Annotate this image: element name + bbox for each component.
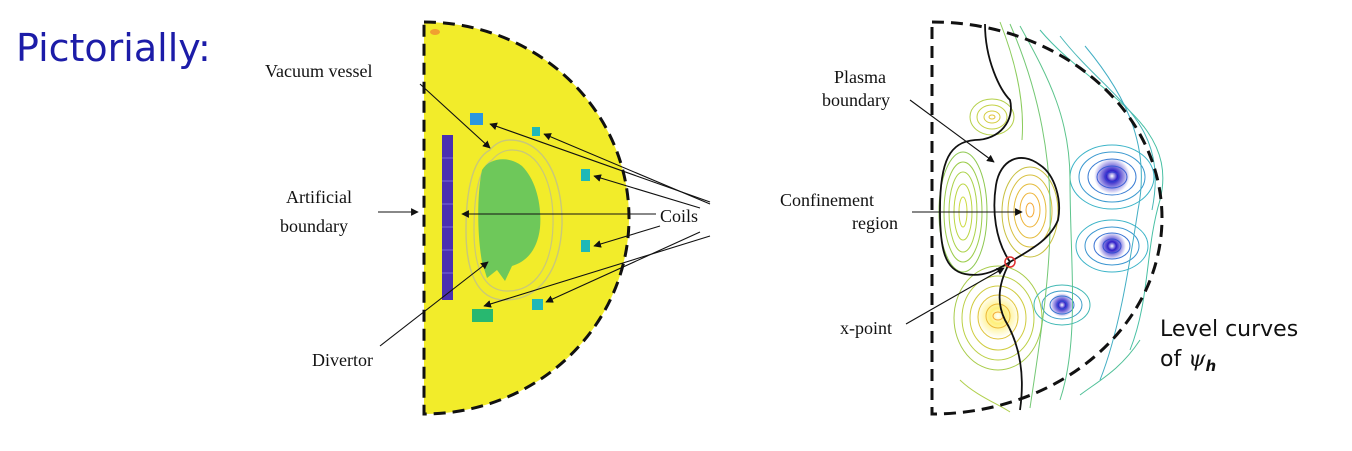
caption-subscript: h	[1205, 357, 1216, 375]
caption-line2: of ψh	[1160, 347, 1216, 375]
label-artificial-boundary-line1: Artificial	[286, 187, 352, 207]
level-curves-right-middle	[1075, 219, 1149, 273]
label-plasma-boundary-line1: Plasma	[834, 67, 886, 87]
coil-5	[532, 299, 543, 310]
label-artificial-boundary-line2: boundary	[280, 216, 348, 236]
label-divertor: Divertor	[312, 350, 373, 370]
coil-4	[581, 240, 590, 252]
cold-spot-middle	[1098, 232, 1126, 260]
coil-3	[581, 169, 590, 181]
caption-psi-symbol: ψ	[1188, 347, 1206, 372]
vacuum-vessel-outer	[465, 139, 563, 301]
coil-2	[532, 127, 540, 136]
label-plasma-boundary-line2: boundary	[822, 90, 890, 110]
level-curves-top-cell	[969, 98, 1015, 136]
cold-spot-upper	[1094, 158, 1130, 194]
label-confinement-line2: region	[852, 213, 898, 233]
vacuum-vessel-inner	[473, 149, 554, 292]
right-level-curves-diagram: Plasma boundary Confinement region x-poi…	[780, 20, 1298, 416]
level-curves-lower-cell	[953, 265, 1043, 371]
left-arrows	[378, 83, 711, 347]
label-vacuum-vessel: Vacuum vessel	[265, 61, 372, 81]
caption-line1: Level curves	[1160, 317, 1298, 342]
label-coils: Coils	[660, 206, 698, 226]
caption-prefix: of	[1160, 347, 1188, 372]
central-solenoid	[442, 135, 453, 300]
small-orange-mark	[430, 29, 440, 35]
separatrix	[939, 23, 1060, 411]
artificial-boundary-dashed	[422, 20, 631, 416]
right-arrows	[905, 99, 1023, 325]
cold-spot-lower	[1050, 293, 1074, 317]
label-confinement-line1: Confinement	[780, 190, 874, 210]
x-point-marker	[1004, 256, 1016, 268]
coil-6	[472, 309, 493, 322]
label-x-point: x-point	[840, 318, 892, 338]
level-curves-right-lower	[1033, 284, 1091, 326]
coil-1	[470, 113, 483, 125]
left-tokamak-diagram: Vacuum vessel Artificial boundary Coils …	[265, 20, 711, 416]
level-curves-outer	[959, 21, 1164, 413]
plasma-region	[478, 159, 541, 281]
page-heading: Pictorially:	[16, 26, 211, 70]
